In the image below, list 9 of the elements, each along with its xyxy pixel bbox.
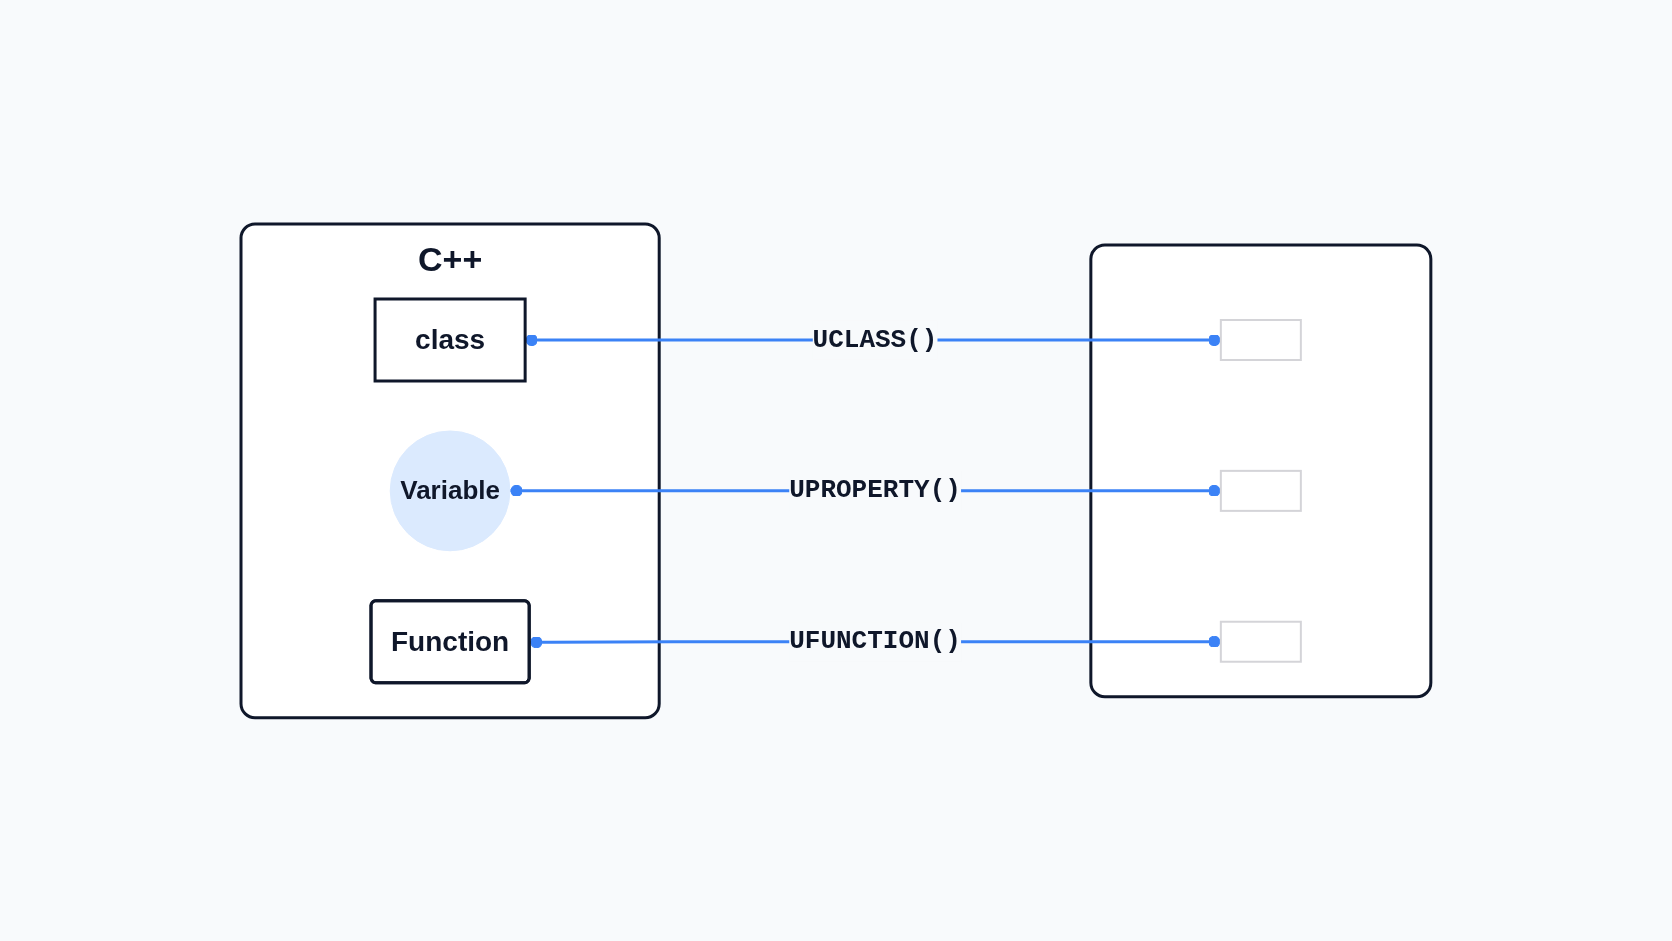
cluster [1089, 243, 1433, 698]
edge-label: UPROPERTY() [789, 474, 961, 505]
edge-label: UFUNCTION() [789, 625, 961, 656]
node-box [1219, 620, 1302, 663]
node-box: class [373, 297, 527, 383]
node-box [1219, 469, 1302, 512]
node-circle: Variable [389, 430, 511, 551]
node-box [1219, 318, 1302, 361]
edge-label: UCLASS() [812, 324, 938, 355]
